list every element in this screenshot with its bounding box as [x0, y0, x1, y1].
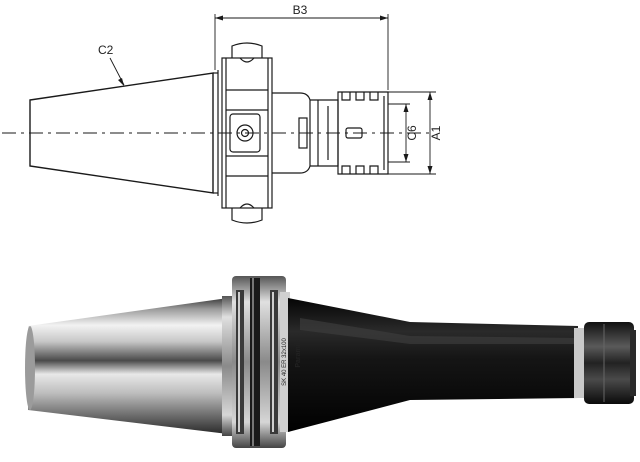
photo-flange-ring-shine [272, 292, 274, 432]
neck-outline [272, 92, 311, 174]
c6-label: C6 [405, 125, 419, 141]
clamping-nut-notches-top [341, 92, 379, 101]
photo-body-highlight [300, 318, 578, 344]
drive-slot-hole-inner [240, 128, 250, 138]
neck-keyway [298, 117, 308, 149]
technical-drawing [2, 42, 430, 224]
flange-groove-top-inner [239, 57, 255, 63]
photo-taper [28, 298, 228, 434]
b3-arrow-right [380, 15, 388, 21]
photo-flange-groove-shine [252, 278, 254, 446]
dimension-annotations: B3 C2 C6 A1 [98, 3, 443, 175]
flange-groove-top [231, 42, 263, 58]
flange-groove-bottom-inner [239, 203, 255, 209]
c2-label: C2 [98, 43, 114, 57]
photo-collet-nut [584, 322, 634, 404]
photo-flange-ring-shine [238, 292, 240, 432]
c6-arrow-bottom [403, 154, 409, 162]
c6-arrow-top [403, 104, 409, 112]
photo-brand-text: Paramill [295, 340, 302, 367]
photo-flange-face [280, 292, 290, 432]
photo-flange-groove [250, 278, 260, 446]
photo-black-body [288, 298, 578, 432]
collet-slot [345, 127, 363, 139]
product-photo: Paramill SK 40 ER 32x100 [25, 276, 636, 448]
c2-leader-arrow [118, 78, 124, 86]
drive-slot-hole [236, 124, 254, 142]
flange-groove-bottom [231, 208, 263, 224]
photo-taper-collar [222, 296, 234, 436]
b3-arrow-left [215, 15, 223, 21]
a1-arrow-top [427, 92, 433, 100]
photo-taper-end [25, 326, 35, 410]
a1-label: A1 [429, 125, 443, 140]
drive-slot [229, 113, 261, 153]
flange-body [221, 57, 273, 209]
b3-label: B3 [293, 3, 308, 17]
photo-engraving-text: SK 40 ER 32x100 [282, 337, 288, 385]
photo-nut-ring [574, 328, 586, 398]
photo-collet-nut-lip [630, 330, 636, 396]
a1-arrow-bottom [427, 166, 433, 174]
clamping-nut-notches-bottom [341, 165, 379, 174]
